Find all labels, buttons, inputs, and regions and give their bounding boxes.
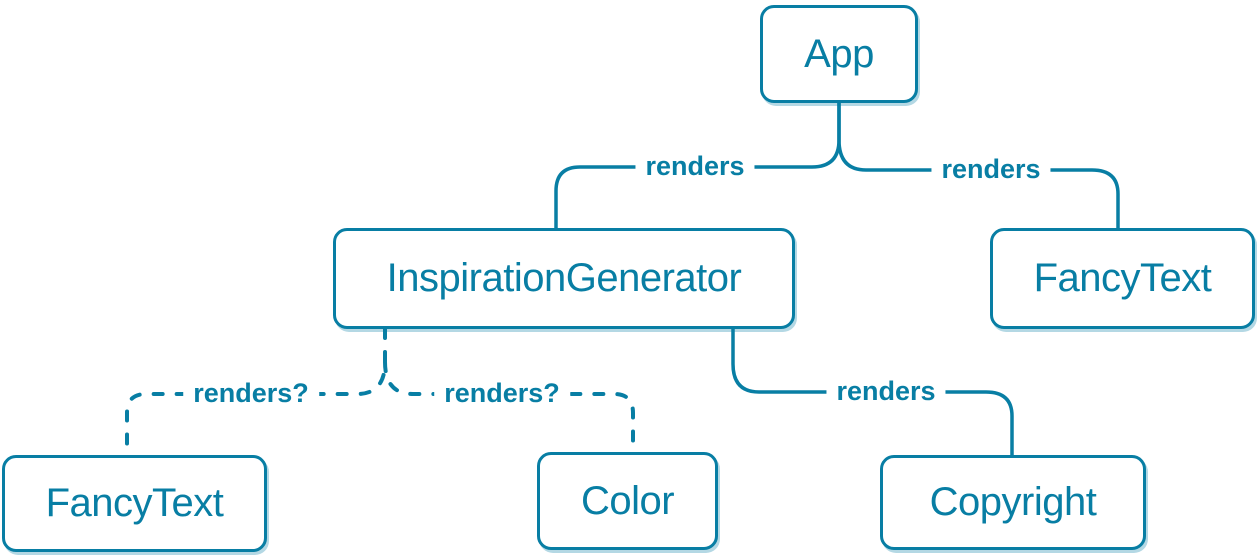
node-fancy-text-bottom: FancyText: [2, 455, 267, 552]
edge-label-renders-question-right: renders?: [434, 377, 570, 411]
edge-label-renders-app-left: renders: [635, 150, 755, 184]
node-fancy-text-top: FancyText: [990, 228, 1255, 329]
node-fancy-text-top-label: FancyText: [1033, 256, 1212, 300]
edge-label-renders-question-left: renders?: [183, 377, 319, 411]
node-copyright-label: Copyright: [929, 480, 1097, 524]
node-inspiration-generator: InspirationGenerator: [333, 228, 795, 329]
edge-label-renders-copyright: renders: [826, 375, 946, 409]
node-app-label: App: [804, 31, 874, 76]
node-color: Color: [537, 452, 718, 550]
node-fancy-text-bottom-label: FancyText: [45, 481, 224, 525]
edge-label-renders-app-right: renders: [931, 153, 1051, 187]
node-copyright: Copyright: [880, 455, 1146, 550]
node-app: App: [760, 5, 918, 103]
node-color-label: Color: [580, 478, 675, 523]
node-inspiration-generator-label: InspirationGenerator: [386, 256, 742, 300]
